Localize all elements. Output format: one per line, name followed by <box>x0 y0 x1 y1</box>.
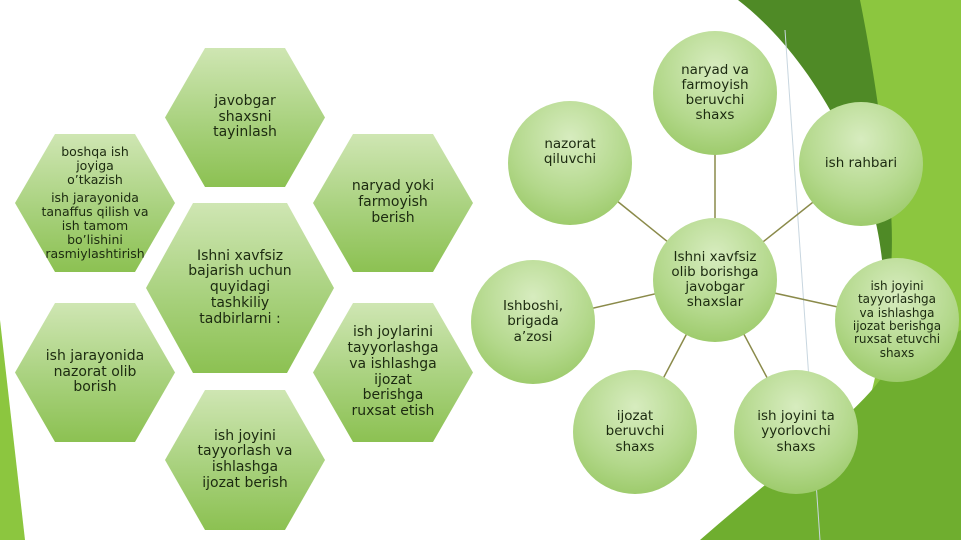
circle-label: naryad va farmoyish beruvchi shaxs <box>681 61 749 124</box>
circle-label: Ishboshi, brigada a’zosi <box>502 298 564 345</box>
hex-label: javobgar shaxsni tayinlash <box>213 92 277 141</box>
circle-ishboshi: Ishboshi, brigada a’zosi <box>471 260 595 384</box>
hex-label: boshqa ish joyiga o’tkazish <box>61 144 129 187</box>
circle-label: ish joyini tayyorlovchi shaxs <box>757 408 835 455</box>
hex-label: ish joylarini tayyorlashga va ishlashga … <box>347 324 439 419</box>
hex-label: ish jarayonida tanaffus qilish va ish ta… <box>41 190 149 261</box>
hex-boshqa-ish: boshqa ish joyiga o’tkazish ish jarayoni… <box>15 134 175 272</box>
circle-ruxsat-etuvchi: ish joyini tayyorlashga va ishlashga ijo… <box>835 258 959 382</box>
background-left-green-sliver <box>0 320 25 540</box>
circle-ish-joyini-tayyorlovchi: ish joyini tayyorlovchi shaxs <box>734 370 858 494</box>
circle-ijozat-beruvchi: ijozat beruvchi shaxs <box>573 370 697 494</box>
circle-ish-rahbari: ish rahbari <box>799 102 923 226</box>
circle-label: ish rahbari <box>824 155 898 172</box>
circle-label: nazorat qiluvchi <box>543 136 597 168</box>
circle-nazorat-qiluvchi: nazorat qiluvchi <box>508 101 632 225</box>
hex-label: ish jarayonida nazorat olib borish <box>45 347 145 396</box>
circle-label: ijozat beruvchi shaxs <box>605 408 665 455</box>
circle-naryad-farmoyish: naryad va farmoyish beruvchi shaxs <box>653 31 777 155</box>
hex-label: naryad yoki farmoyish berish <box>351 178 435 226</box>
circle-center-label: Ishni xavfsiz olib borishga javobgar sha… <box>671 248 759 311</box>
hex-center-label: Ishni xavfsiz bajarish uchun quyidagi ta… <box>188 247 292 327</box>
circle-center: Ishni xavfsiz olib borishga javobgar sha… <box>653 218 777 342</box>
circle-label: ish joyini tayyorlashga va ishlashga ijo… <box>852 278 942 360</box>
hex-label: ish joyini tayyorlash va ishlashga ijoza… <box>197 427 293 491</box>
